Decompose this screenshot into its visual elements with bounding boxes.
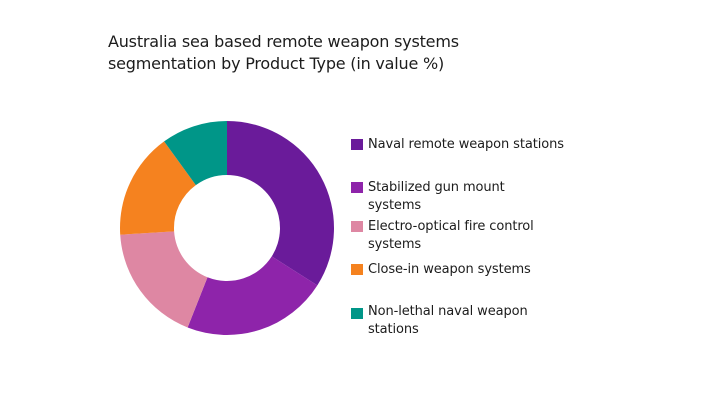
legend-label-continued: stations: [368, 322, 419, 337]
donut-slice-naval-remote-weapon-stations: [227, 121, 334, 286]
legend-label: Stabilized gun mount: [368, 180, 505, 195]
legend-swatch-icon: [351, 264, 363, 275]
chart-title-line-2: segmentation by Product Type (in value %…: [108, 54, 445, 73]
legend-label-continued: systems: [368, 237, 422, 252]
legend-swatch-icon: [351, 308, 363, 319]
donut-slice-non-lethal-naval-weapon-stations: [164, 121, 227, 186]
legend-label: Close-in weapon systems: [368, 262, 531, 277]
legend-swatch-icon: [351, 139, 363, 150]
legend-label: Electro-optical fire control: [368, 219, 534, 234]
donut-slice-electro-optical-fire-control-systems: [120, 231, 208, 328]
legend-swatch-icon: [351, 182, 363, 193]
donut-slices: [120, 121, 334, 335]
legend-swatch-icon: [351, 221, 363, 232]
chart-title: Australia sea based remote weapon system…: [108, 31, 459, 75]
legend-label: Non-lethal naval weapon: [368, 304, 528, 319]
legend-label: Naval remote weapon stations: [368, 137, 564, 152]
legend-label-continued: systems: [368, 198, 422, 213]
donut-slice-close-in-weapon-systems: [120, 141, 196, 235]
chart-title-line-1: Australia sea based remote weapon system…: [108, 32, 459, 51]
donut-slice-stabilized-gun-mount-systems: [187, 256, 318, 335]
